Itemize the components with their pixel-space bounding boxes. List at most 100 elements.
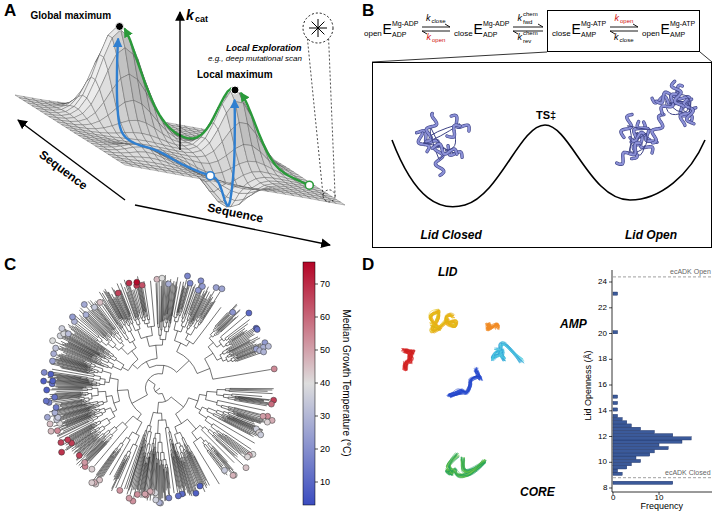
axis-title: Sequence: [37, 148, 90, 192]
species-dot: [83, 312, 89, 318]
species-dot: [51, 351, 57, 357]
histogram-bar: [613, 456, 636, 459]
structure-trace: [402, 349, 413, 370]
tick-label: 16: [598, 381, 607, 389]
structure-trace: [447, 370, 481, 396]
tick-mark: [315, 284, 318, 285]
mutation-ray: [309, 28, 318, 29]
tick-mark: [609, 307, 612, 308]
histogram-bar: [613, 440, 682, 443]
axis-subscript: cat: [195, 15, 208, 24]
tick-label: 22: [598, 304, 607, 312]
state-prefix: close: [454, 30, 473, 38]
histogram-bar: [613, 481, 673, 484]
histogram-bar: [613, 459, 641, 462]
species-dot: [166, 495, 172, 501]
histogram-bar: [613, 469, 618, 472]
structure-trace: [448, 371, 481, 396]
histogram-bar: [613, 418, 622, 421]
structure-trace: [403, 350, 414, 371]
tick-label: 0: [611, 494, 615, 502]
equilibrium-arrow: [422, 31, 450, 34]
phylogenetic-tree: [41, 262, 318, 506]
histogram-bar: [613, 434, 673, 437]
species-dot: [89, 466, 95, 472]
domain-label: CORE: [520, 486, 555, 498]
structure-trace: [405, 349, 415, 369]
transition-state-label: TS‡: [536, 110, 556, 121]
annotation: Global maximum: [31, 11, 112, 21]
structure-trace: [491, 342, 524, 363]
tick-label: 40: [320, 379, 330, 388]
tick-mark: [315, 350, 318, 351]
start-point: [206, 172, 214, 180]
structure-trace: [493, 344, 521, 362]
species-dot: [230, 309, 236, 315]
helix: [684, 100, 694, 124]
tick-mark: [609, 333, 612, 334]
reference-label: ecADK Open: [670, 268, 711, 275]
annotation: Local maximum: [197, 70, 273, 80]
species-dot: [261, 349, 267, 355]
evolution-trajectory: [241, 94, 309, 186]
species-dot: [53, 404, 59, 410]
histogram-bar: [613, 463, 631, 466]
rate-superscript: chem: [523, 11, 538, 17]
axis-title: Median Growth Temperature (°C): [340, 309, 350, 456]
state-label: Lid Closed: [421, 229, 482, 241]
surface-face: [332, 201, 345, 205]
tick-label: 20: [320, 445, 330, 454]
tick-label: 10: [320, 478, 330, 487]
species-dot: [48, 428, 54, 434]
fitness-landscape: [15, 12, 345, 245]
species-dot: [59, 449, 65, 455]
tick-label: 70: [320, 280, 330, 289]
tick-mark: [609, 462, 612, 463]
structure-trace: [403, 349, 413, 368]
enzyme-symbol: E: [383, 22, 392, 36]
histogram-bar: [613, 331, 618, 334]
rate-constant: k: [426, 14, 431, 23]
bound-ligand: ADP: [483, 31, 497, 38]
species-dot: [76, 452, 82, 458]
species-dot: [55, 428, 61, 434]
axis-title: Lid Openness (Å): [584, 350, 593, 420]
tick-mark: [609, 282, 612, 283]
tree-branches: [47, 275, 274, 501]
structure-trace: [403, 349, 414, 369]
helix: [652, 115, 664, 143]
mutation-ray: [318, 19, 319, 28]
tick-mark: [315, 482, 318, 483]
enzyme-symbol: E: [661, 22, 670, 36]
panel-letter: B: [362, 2, 374, 19]
species-dot: [185, 273, 191, 279]
histogram-bar: [613, 292, 618, 295]
tick-label: 12: [598, 433, 607, 441]
species-dot: [41, 369, 47, 375]
species-dot: [193, 490, 199, 496]
leader-line: [329, 39, 336, 196]
species-dot: [43, 398, 49, 404]
state-prefix: open: [642, 30, 660, 38]
equilibrium-arrow: [422, 24, 450, 27]
species-dot: [65, 437, 71, 443]
tick-label: 10: [655, 494, 664, 502]
tick-mark: [315, 449, 318, 450]
rate-constant: k: [615, 14, 620, 23]
tick-mark: [315, 416, 318, 417]
histogram-bar: [613, 450, 654, 453]
rate-subscript: fwd: [523, 19, 532, 25]
histogram-bar: [613, 430, 654, 433]
species-dot: [260, 413, 266, 419]
species-dot: [81, 302, 87, 308]
species-dot: [246, 310, 252, 316]
tick-label: 24: [598, 278, 607, 286]
panel-letter: A: [4, 2, 16, 19]
histogram-bar: [613, 447, 668, 450]
tick-label: 18: [598, 355, 607, 363]
tick-mark: [609, 436, 612, 437]
tick-label: 8: [603, 484, 607, 492]
histogram-bar: [613, 427, 641, 430]
helix: [432, 144, 457, 154]
rate-subscript: open: [620, 18, 633, 24]
